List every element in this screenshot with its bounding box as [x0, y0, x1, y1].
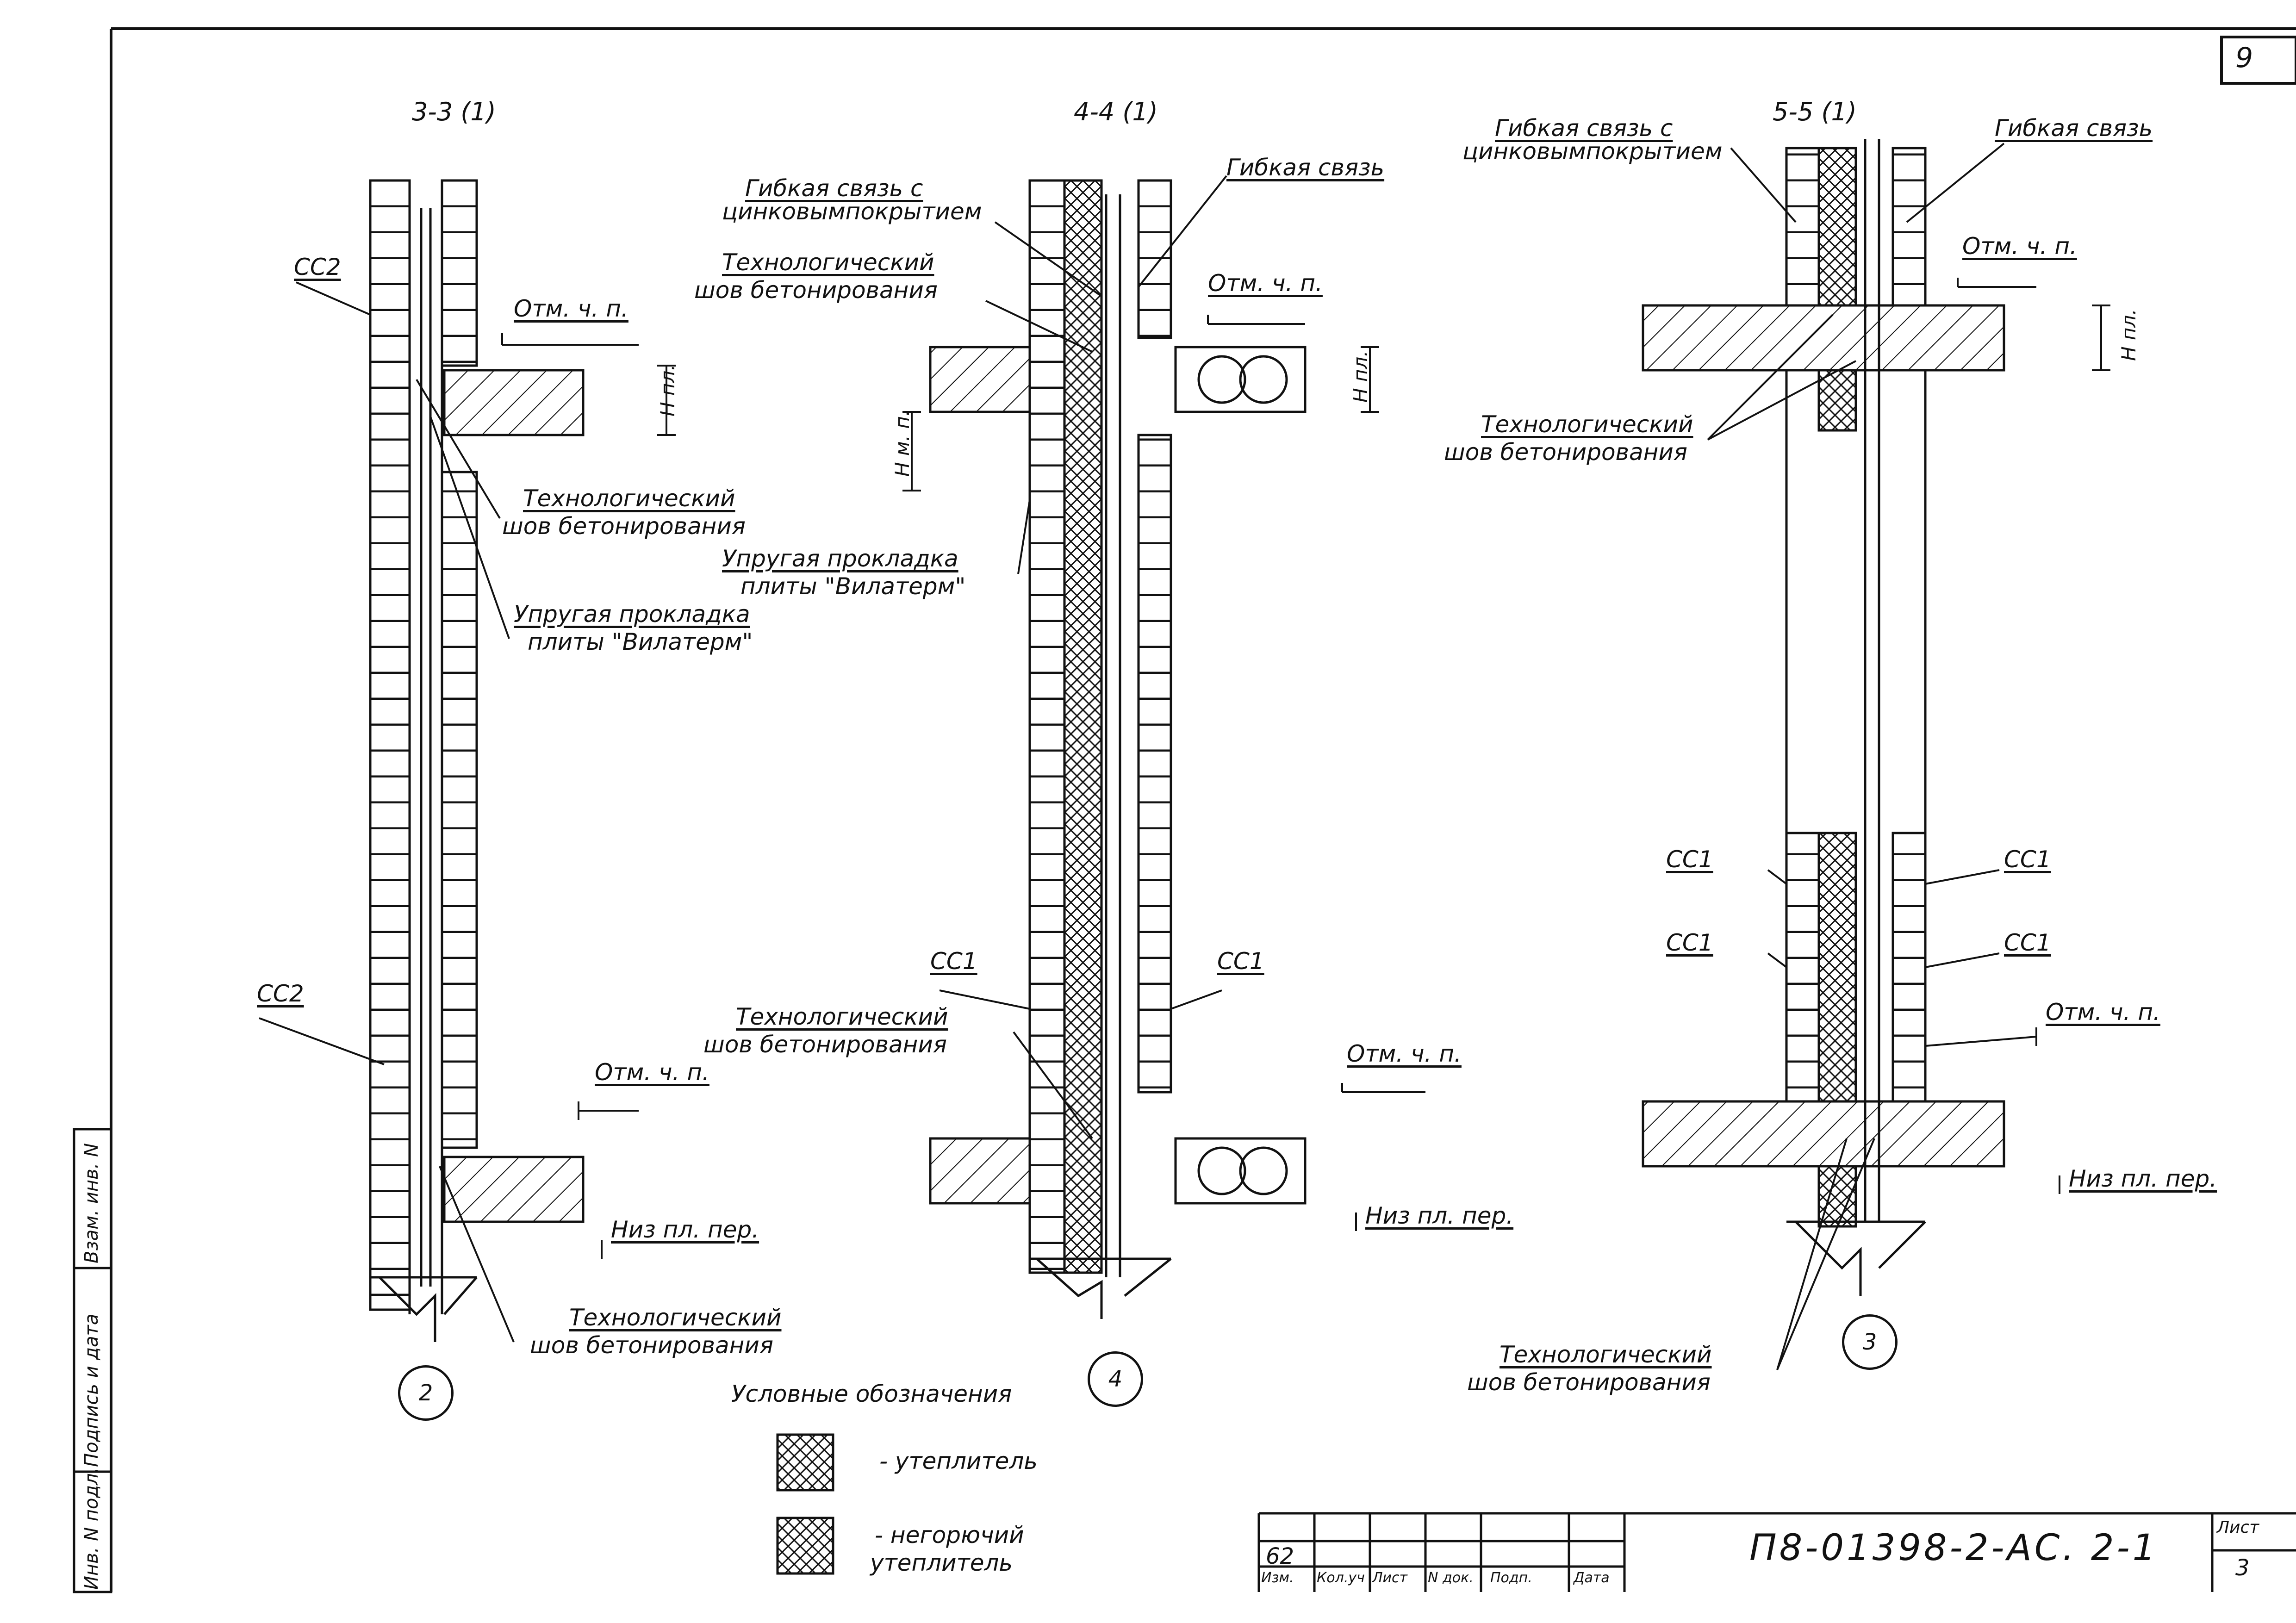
- label-tech-4-4-b1: Технологический: [736, 1003, 948, 1030]
- label-cc1-5-5-b: СС1: [2004, 846, 2051, 873]
- sheet-frame: [110, 27, 2296, 1592]
- label-prokl-4-4-2: плиты "Вилатерм": [740, 573, 966, 600]
- sheet-label: Лист: [2217, 1518, 2259, 1537]
- label-cc1-5-5-d: СС1: [2004, 929, 2051, 956]
- legend-item-nonflammable-1: - негорючий: [875, 1522, 1024, 1548]
- tb-header-podp: Подп.: [1490, 1570, 1532, 1586]
- label-gib-zinc-5-5-2: цинковымпокрытием: [1462, 138, 1723, 165]
- label-niz-3-3: Низ пл. пер.: [611, 1216, 759, 1243]
- section-title-5-5: 5-5 (1): [1773, 97, 1857, 126]
- label-prokl-4-4-1: Упругая прокладка: [722, 545, 958, 572]
- label-tech-3-3-b2: шов бетонирования: [530, 1332, 773, 1359]
- label-niz-4-4: Низ пл. пер.: [1365, 1202, 1514, 1229]
- label-cc1-5-5-a: СС1: [1666, 846, 1713, 873]
- label-otm-bottom-5-5: Отм. ч. п.: [2046, 999, 2160, 1026]
- label-tech-5-5-b1: Технологический: [1500, 1341, 1712, 1368]
- dim-h-pl-3-3: Н пл.: [656, 364, 679, 417]
- legend-title: Условные обозначения: [731, 1380, 1012, 1407]
- side-stamp-frame: [73, 1128, 112, 1593]
- callout-circle-4: 4: [1088, 1351, 1143, 1407]
- label-tech-4-4-2: шов бетонирования: [694, 277, 938, 304]
- label-gib-zinc-4-4-1: Гибкая связь с: [745, 175, 923, 202]
- label-cc2-top: СС2: [294, 254, 341, 280]
- label-tech-3-3-2: шов бетонирования: [502, 513, 746, 540]
- sheet-number: 3: [2235, 1555, 2250, 1581]
- label-tech-5-5-2: шов бетонирования: [1444, 439, 1687, 466]
- label-gib-5-5: Гибкая связь: [1995, 115, 2153, 142]
- label-cc2-bottom: СС2: [257, 980, 304, 1007]
- label-gib-zinc-4-4-2: цинковымпокрытием: [722, 198, 982, 225]
- side-stamp-podpis: Подпись и дата: [81, 1313, 102, 1467]
- section-4-4-wall: [929, 179, 1307, 1319]
- tb-header-izm: Изм.: [1261, 1570, 1294, 1586]
- side-stamp-vzam: Взам. инв. N: [81, 1143, 102, 1263]
- callout-circle-2: 2: [398, 1365, 454, 1421]
- corner-number: 9: [2235, 42, 2253, 74]
- label-cc1-5-5-c: СС1: [1666, 929, 1713, 956]
- label-otm-top-4-4: Отм. ч. п.: [1208, 270, 1323, 297]
- section-5-5-leaders: [1707, 143, 2110, 1370]
- label-otm-bottom-3-3: Отм. ч. п.: [595, 1059, 709, 1086]
- legend-swatch-insulation: [776, 1433, 834, 1492]
- label-tech-4-4-b2: шов бетонирования: [703, 1031, 947, 1058]
- legend-item-nonflammable-2: утеплитель: [870, 1549, 1013, 1576]
- label-tech-5-5-1: Технологический: [1481, 411, 1693, 438]
- section-title-3-3: 3-3 (1): [412, 97, 496, 126]
- label-tech-4-4-1: Технологический: [722, 249, 934, 276]
- tb-header-ndok: N док.: [1428, 1570, 1474, 1586]
- legend-item-insulation: - утеплитель: [879, 1448, 1038, 1474]
- label-gib-zinc-5-5-1: Гибкая связь с: [1495, 115, 1673, 142]
- label-otm-top-5-5: Отм. ч. п.: [1962, 233, 2077, 260]
- callout-circle-3: 3: [1842, 1314, 1898, 1370]
- label-niz-5-5: Низ пл. пер.: [2069, 1165, 2217, 1192]
- label-otm-bottom-4-4: Отм. ч. п.: [1347, 1040, 1462, 1067]
- label-tech-5-5-b2: шов бетонирования: [1467, 1369, 1711, 1396]
- section-3-3-leaders: [259, 281, 676, 1343]
- label-prokl-3-3-1: Упругая прокладка: [514, 601, 750, 628]
- title-block-frame: [1257, 1512, 2296, 1592]
- tb-header-list: Лист: [1372, 1570, 1408, 1586]
- section-5-5-wall: [1642, 139, 2005, 1296]
- dim-h-pl-4-4: Н пл.: [1349, 350, 1372, 403]
- title-block-62: 62: [1266, 1543, 1294, 1569]
- section-title-4-4: 4-4 (1): [1074, 97, 1158, 126]
- label-otm-top-3-3: Отм. ч. п.: [514, 295, 628, 322]
- side-stamp-inv-podl: Инв. N подл.: [81, 1467, 102, 1590]
- label-prokl-3-3-2: плиты "Вилатерм": [528, 628, 753, 655]
- label-tech-3-3-1: Технологический: [523, 485, 735, 512]
- dim-h-pl-5-5: Н пл.: [2117, 309, 2140, 361]
- tb-header-kol: Кол.уч: [1317, 1570, 1365, 1586]
- label-cc1-4-4-right: СС1: [1217, 948, 1264, 975]
- tb-header-data: Дата: [1574, 1570, 1610, 1586]
- label-gib-4-4: Гибкая связь: [1226, 154, 1385, 181]
- dim-h-mp-4-4: Н м. п.: [891, 410, 914, 477]
- label-cc1-4-4-left: СС1: [930, 948, 977, 975]
- legend-swatch-nonflammable: [776, 1517, 834, 1575]
- document-code: П8-01398-2-АС. 2-1: [1749, 1527, 2159, 1569]
- label-tech-3-3-b1: Технологический: [569, 1304, 782, 1331]
- section-3-3-wall: [369, 179, 585, 1342]
- section-4-4-leaders: [902, 175, 1425, 1231]
